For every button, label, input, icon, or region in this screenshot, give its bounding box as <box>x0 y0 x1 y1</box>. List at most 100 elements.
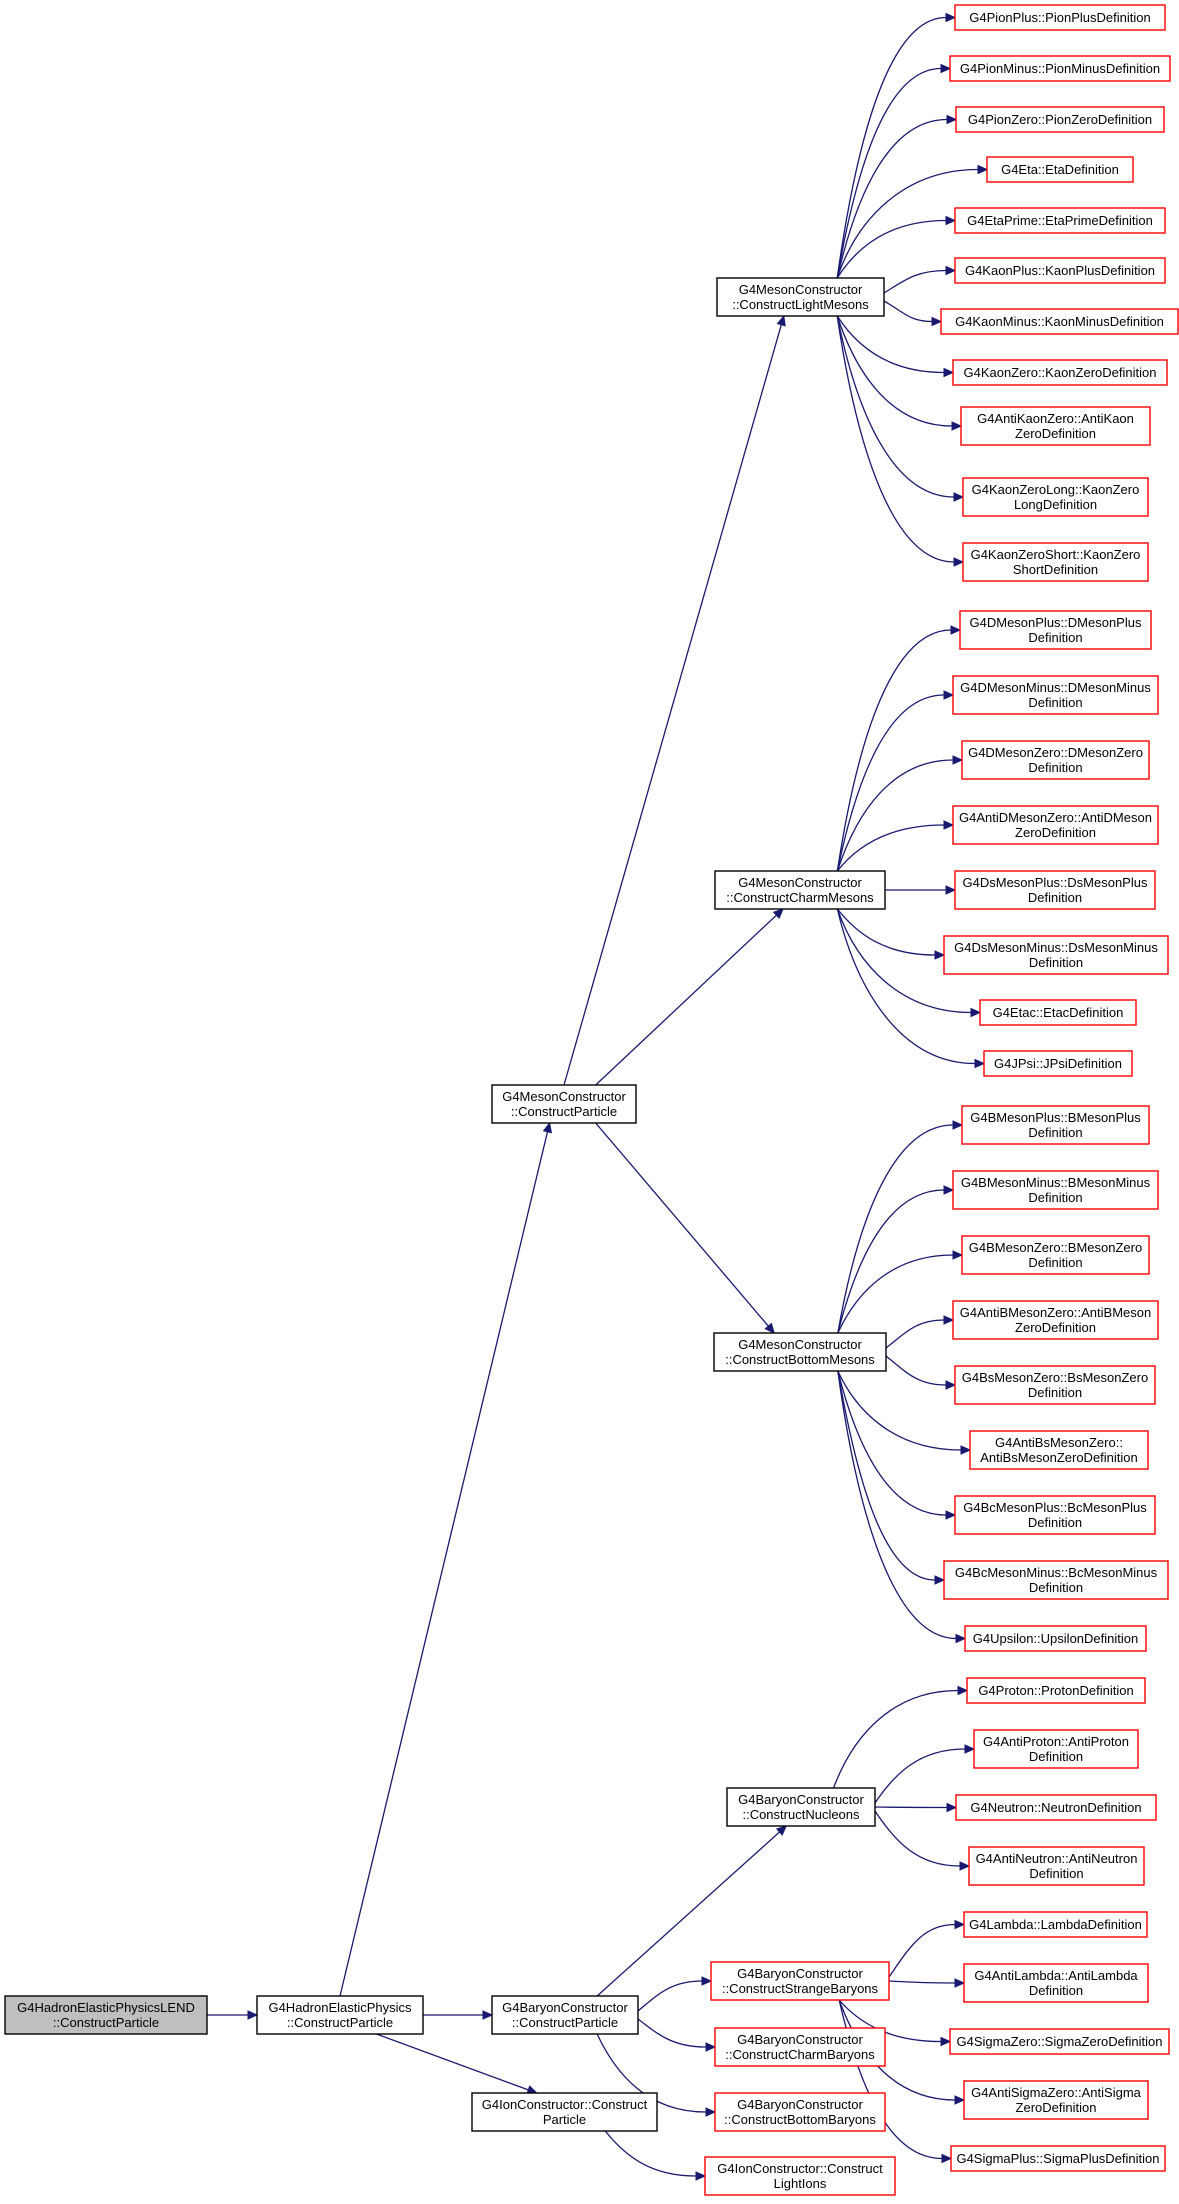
graph-node-nucleons[interactable]: G4BaryonConstructor::ConstructNucleons <box>726 1787 876 1827</box>
graph-node-c7[interactable]: G4Etac::EtacDefinition <box>979 999 1137 1026</box>
arrowhead <box>955 1633 967 1644</box>
node-label: ZeroDefinition <box>1015 825 1096 840</box>
edge-bottom-to-b3 <box>837 1250 964 1334</box>
graph-node-charm[interactable]: G4MesonConstructor::ConstructCharmMesons <box>714 870 886 910</box>
node-label: G4Etac::EtacDefinition <box>993 1005 1124 1020</box>
arrowhead <box>977 164 989 175</box>
graph-node-meson[interactable]: G4MesonConstructor::ConstructParticle <box>491 1084 637 1124</box>
arrowhead <box>970 1007 982 1018</box>
graph-node-b6[interactable]: G4AntiBsMesonZero::AntiBsMesonZeroDefini… <box>969 1430 1149 1470</box>
graph-node-l3[interactable]: G4PionZero::PionZeroDefinition <box>955 106 1165 133</box>
arrowhead <box>776 314 786 327</box>
node-box <box>954 1495 1156 1535</box>
graph-node-light[interactable]: G4MesonConstructor::ConstructLightMesons <box>716 277 885 317</box>
node-label: G4BMesonPlus::BMesonPlus <box>970 1110 1141 1125</box>
graph-node-b5[interactable]: G4BsMesonZero::BsMesonZeroDefinition <box>954 1365 1156 1405</box>
node-label: ::ConstructParticle <box>287 2015 393 2030</box>
edge-line <box>836 67 942 279</box>
node-label: G4IonConstructor::Construct <box>482 2097 648 2112</box>
graph-node-l6[interactable]: G4KaonPlus::KaonPlusDefinition <box>954 257 1166 284</box>
node-label: G4KaonZero::KaonZeroDefinition <box>964 365 1157 380</box>
graph-node-l8[interactable]: G4KaonZero::KaonZeroDefinition <box>952 359 1168 386</box>
node-box <box>968 1846 1145 1886</box>
graph-node-b9[interactable]: G4Upsilon::UpsilonDefinition <box>964 1625 1147 1652</box>
node-box <box>961 740 1150 780</box>
graph-node-b4[interactable]: G4AntiBMesonZero::AntiBMesonZeroDefiniti… <box>952 1300 1159 1340</box>
node-label: G4BcMesonPlus::BcMesonPlus <box>963 1500 1147 1515</box>
graph-node-baryon[interactable]: G4BaryonConstructor::ConstructParticle <box>491 1995 639 2035</box>
node-label: Definition <box>1028 1125 1082 1140</box>
arrowhead <box>705 2042 717 2052</box>
graph-node-charmb[interactable]: G4BaryonConstructor::ConstructCharmBaryo… <box>714 2027 886 2067</box>
graph-node-l1[interactable]: G4PionPlus::PionPlusDefinition <box>954 4 1166 31</box>
graph-node-bottomb[interactable]: G4BaryonConstructor::ConstructBottomBary… <box>714 2092 886 2132</box>
node-label: ZeroDefinition <box>1016 2100 1097 2115</box>
arrowhead <box>946 114 958 125</box>
graph-node-hep[interactable]: G4HadronElasticPhysics::ConstructParticl… <box>256 1995 424 2035</box>
node-label: ::ConstructCharmBaryons <box>725 2047 875 2062</box>
node-label: G4PionMinus::PionMinusDefinition <box>960 61 1160 76</box>
node-label: G4MesonConstructor <box>502 1089 626 1104</box>
edge-light-to-l10 <box>836 315 965 502</box>
arrowhead <box>247 2010 259 2020</box>
edge-line <box>832 1689 959 1789</box>
graph-node-n3[interactable]: G4Neutron::NeutronDefinition <box>955 1794 1157 1821</box>
node-box <box>954 4 1166 31</box>
edge-meson-to-bottom <box>595 1122 775 1334</box>
edge-line <box>836 908 972 1014</box>
edge-line <box>874 1748 966 1804</box>
edge-light-to-l8 <box>836 315 955 378</box>
node-box <box>952 805 1159 845</box>
node-box <box>959 610 1152 650</box>
edge-ion-to-lightions <box>604 2130 707 2181</box>
edge-line <box>837 1254 954 1334</box>
graph-node-c8[interactable]: G4JPsi::JPsiDefinition <box>983 1050 1133 1077</box>
edge-light-to-l3 <box>836 114 958 279</box>
edge-line <box>888 1980 956 1984</box>
arrowhead <box>957 1685 969 1696</box>
edge-line <box>838 1999 956 2101</box>
edge-line <box>836 315 955 563</box>
node-label: G4BMesonZero::BMesonZero <box>969 1240 1142 1255</box>
graph-node-l5[interactable]: G4EtaPrime::EtaPrimeDefinition <box>954 207 1166 234</box>
graph-node-s3[interactable]: G4SigmaZero::SigmaZeroDefinition <box>949 2028 1170 2055</box>
graph-node-l7[interactable]: G4KaonMinus::KaonMinusDefinition <box>940 308 1179 335</box>
graph-node-s1[interactable]: G4Lambda::LambdaDefinition <box>963 1911 1148 1938</box>
graph-node-l2[interactable]: G4PionMinus::PionMinusDefinition <box>949 55 1171 82</box>
arrowhead <box>941 2153 953 2164</box>
graph-node-l4[interactable]: G4Eta::EtaDefinition <box>986 156 1134 183</box>
arrowhead <box>953 557 965 567</box>
edge-line <box>838 1999 943 2160</box>
edge-bottom-to-b5 <box>885 1355 957 1390</box>
graph-node-c4[interactable]: G4AntiDMesonZero::AntiDMesonZeroDefiniti… <box>952 805 1159 845</box>
node-box <box>952 675 1159 715</box>
edge-nucleons-to-n1 <box>832 1685 969 1789</box>
graph-node-s5[interactable]: G4SigmaPlus::SigmaPlusDefinition <box>950 2145 1166 2172</box>
node-label: Definition <box>1029 1866 1083 1881</box>
node-label: ZeroDefinition <box>1015 1320 1096 1335</box>
graph-node-bottom[interactable]: G4MesonConstructor::ConstructBottomMeson… <box>713 1332 887 1372</box>
node-label: G4HadronElasticPhysics <box>268 2000 412 2015</box>
graph-node-n1[interactable]: G4Proton::ProtonDefinition <box>966 1677 1146 1704</box>
node-label: Definition <box>1028 695 1082 710</box>
graph-node-strange[interactable]: G4BaryonConstructor::ConstructStrangeBar… <box>710 1961 890 2001</box>
graph-node-ion[interactable]: G4IonConstructor::ConstructParticle <box>471 2092 658 2132</box>
